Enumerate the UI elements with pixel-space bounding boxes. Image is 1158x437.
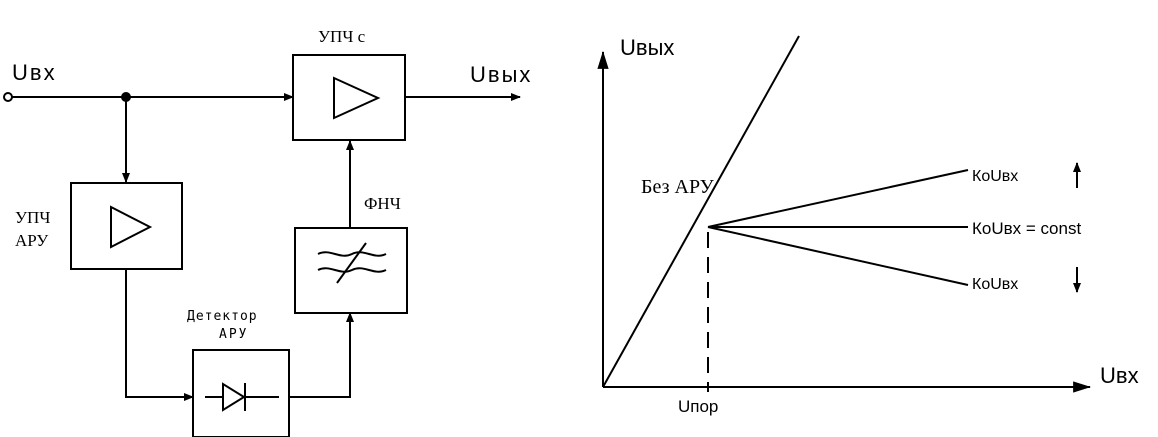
block-diagram bbox=[3, 54, 521, 437]
output-label: Uвых bbox=[470, 62, 532, 87]
if-amplifier-triangle-icon bbox=[333, 76, 381, 120]
agc-amp-to-detector-wire bbox=[125, 269, 194, 401]
gain-down-label: КоUвх bbox=[972, 276, 1018, 293]
detector-label-line1: Детектор bbox=[187, 309, 258, 324]
x-axis-label: Uвх bbox=[1100, 363, 1139, 388]
lpf-label: ФНЧ bbox=[364, 194, 401, 213]
agc-detector-block bbox=[192, 349, 290, 437]
threshold-label: Uпор bbox=[678, 397, 718, 416]
diode-icon bbox=[205, 382, 279, 412]
if-amplifier-label: УПЧ с bbox=[318, 27, 366, 46]
agc-amplifier-triangle-icon bbox=[110, 205, 153, 249]
y-axis-label: Uвых bbox=[620, 35, 674, 60]
input-terminal bbox=[3, 92, 13, 102]
no-agc-line bbox=[602, 35, 800, 388]
no-agc-label: Без АРУ bbox=[641, 176, 715, 198]
detector-label-line2: АРУ bbox=[219, 327, 248, 342]
gain-const-label: КоUвх = const bbox=[972, 219, 1081, 238]
agc-amplifier-block bbox=[70, 182, 183, 270]
gain-down-line bbox=[707, 226, 969, 286]
characteristic-plot bbox=[597, 35, 1092, 393]
gain-up-label: КоUвх bbox=[972, 168, 1018, 185]
agc-amplifier-label-line1: УПЧ bbox=[15, 208, 50, 227]
lpf-filter-icon bbox=[317, 242, 387, 284]
gain-up-line bbox=[707, 169, 969, 228]
input-label: Uвх bbox=[12, 60, 57, 85]
if-amplifier-block bbox=[292, 54, 406, 141]
detector-to-lpf-wire bbox=[289, 312, 354, 398]
agc-amplifier-label-line2: АРУ bbox=[15, 231, 49, 250]
